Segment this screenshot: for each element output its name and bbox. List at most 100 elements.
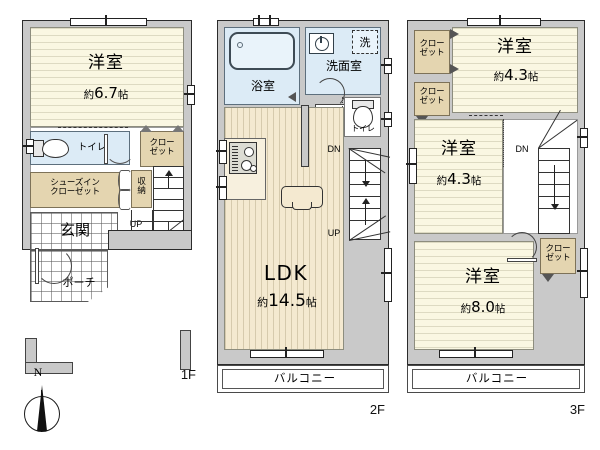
floor-plan-2f: 浴室 洗 洗面室 トイレ (205, 0, 395, 450)
burner-icon (250, 165, 257, 172)
1f-closet (140, 131, 184, 167)
3f-room-c-floor (414, 241, 534, 350)
window-mullion (406, 163, 417, 165)
window-mullion (23, 144, 34, 147)
floor-label-2f: 2F (369, 402, 385, 417)
window-mullion (577, 136, 588, 138)
stair-step (153, 199, 184, 200)
stair-step (131, 221, 153, 222)
stair-step (153, 188, 184, 189)
stair-lower-run (131, 210, 153, 243)
tub-drain-icon (237, 42, 243, 48)
window-mullion (499, 15, 501, 26)
1f-bedroom-floor (30, 27, 184, 127)
folding-door-icon (172, 125, 184, 132)
window-3f-room-c (579, 248, 588, 298)
grill-icon (232, 146, 238, 172)
washing-machine-space (352, 30, 378, 54)
stair-direction-line (168, 176, 169, 188)
window-1f-right (186, 85, 195, 105)
washbasin-bowl-icon (315, 37, 329, 51)
window-3f-balcony-door (439, 349, 513, 358)
door-leaf-1f-toilet (104, 134, 108, 164)
window-3f-top (467, 17, 541, 26)
door-leaf-3f-room-c (507, 258, 537, 262)
1f-wall-step (108, 230, 192, 250)
window-2f-left (218, 176, 227, 200)
window-mullion (285, 347, 287, 358)
toilet-bowl-icon (353, 106, 373, 128)
faucet-icon (320, 36, 322, 43)
floor-label-1f: 1F (180, 367, 196, 382)
compass-axis (41, 390, 43, 432)
window-mullion (381, 272, 392, 274)
stair-dn-line (554, 165, 555, 205)
stair-step (349, 196, 381, 197)
door-swing-1f-entrance (36, 248, 72, 284)
floor-plan-3f: 洋室 約4.3帖 クロー ゼット クロー ゼット 洋室 約4.3帖 (395, 0, 600, 450)
sliding-door-1f (58, 127, 128, 128)
floor-plan-1f: 洋室 約6.7帖 トイレ シューズイン クローゼット クロー ゼット (0, 0, 205, 450)
door-swing-3f-room-c (507, 232, 537, 262)
door-icon-2f-bath (288, 92, 296, 102)
stair-step (153, 210, 184, 211)
window-2f-kitchen (218, 140, 227, 164)
3f-room-b-floor (414, 119, 503, 234)
window-mullion (216, 150, 227, 152)
window-mullion (184, 93, 195, 95)
window-mullion (269, 15, 271, 26)
stair-up-line (365, 203, 366, 225)
folding-door-icon (140, 125, 152, 132)
stove-icon (229, 142, 257, 174)
closet-door-icon (450, 64, 459, 74)
stair-step (538, 160, 570, 161)
3f-closet-2 (414, 82, 450, 116)
stair-dn-line (365, 160, 366, 182)
2f-inner-wall (301, 105, 309, 167)
floor-label-3f: 3F (569, 402, 585, 417)
sliding-door-3f (469, 115, 503, 116)
stair-dn-arrow (550, 204, 559, 210)
window-1f-toilet (25, 139, 34, 154)
stair-up-arrow (361, 198, 370, 204)
window-2f-ldk-right (383, 248, 392, 302)
3f-room-a-floor (452, 27, 578, 113)
window-mullion (577, 270, 588, 272)
window-mullion (474, 347, 476, 358)
scale-mark-1f (180, 330, 191, 370)
bathtub-icon (229, 32, 295, 70)
window-2f-balcony-door (250, 349, 324, 358)
room-b-door-3f (503, 119, 506, 167)
3f-closet-1 (414, 30, 450, 74)
burner-icon (244, 147, 254, 157)
1f-entrance-floor (30, 212, 118, 250)
window-2f-bath (253, 17, 279, 26)
1f-storage (131, 170, 152, 208)
window-mullion (381, 64, 392, 66)
window-2f-toilet (383, 112, 392, 127)
window-3f-hall (579, 128, 588, 148)
1f-shoe-in-closet (30, 172, 120, 208)
window-mullion (381, 117, 392, 120)
sink-basin-icon (292, 202, 312, 210)
stair-up-arrow (164, 170, 173, 176)
window-3f-room-b (408, 148, 417, 184)
door-swing-1f-toilet (105, 134, 135, 164)
2f-balcony-rail (222, 369, 384, 389)
stair-dn-arrow (361, 181, 370, 187)
closet-door-icon (450, 29, 459, 39)
window-1f-top (70, 17, 147, 26)
door-swing-2f-washroom (315, 78, 345, 108)
toilet-bowl-icon (42, 139, 69, 158)
door-leaf-1f-entrance (35, 248, 39, 284)
3f-balcony-rail (412, 369, 580, 389)
closet-door-icon (542, 274, 554, 282)
window-mullion (105, 15, 107, 26)
window-mullion (216, 186, 227, 188)
folding-door-icon (118, 189, 132, 210)
3f-closet-3 (540, 238, 576, 274)
window-2f-washroom (383, 58, 392, 74)
scale-mark-horizontal (25, 362, 73, 374)
window-mullion (258, 15, 260, 26)
